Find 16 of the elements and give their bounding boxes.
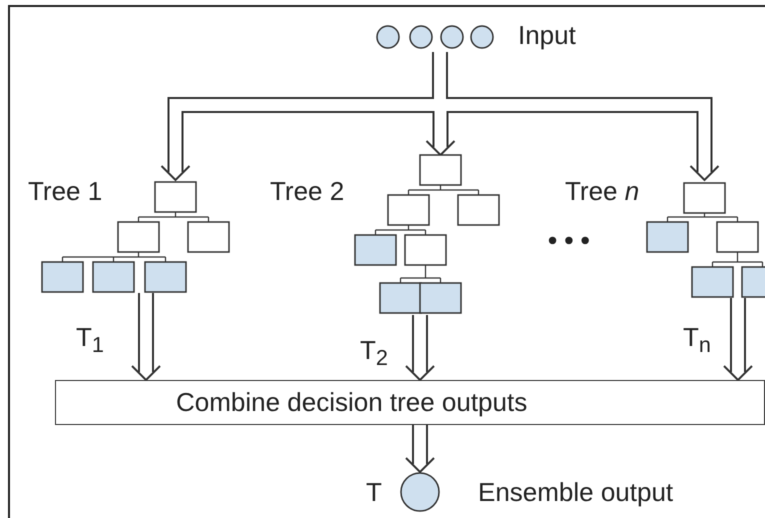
tree-label: Tree 1 <box>28 176 102 206</box>
ellipsis-text: • • • <box>548 225 590 255</box>
input-label: Input <box>518 20 576 50</box>
output-symbol: T <box>366 477 382 507</box>
combine-text: Combine decision tree outputs <box>176 387 528 418</box>
combine-box <box>55 380 765 425</box>
double-arrow <box>405 315 435 381</box>
tree-label: Tree n <box>565 176 640 206</box>
double-arrow <box>723 298 753 381</box>
double-arrow <box>131 293 161 381</box>
double-arrow <box>405 425 435 473</box>
edge-label: T$_{2}$ <box>360 335 388 372</box>
edge-label: T$_{n}$ <box>683 322 711 360</box>
edge-label: T$_{1}$ <box>76 322 104 360</box>
tree-label: Tree 2 <box>270 176 344 206</box>
output-label: Ensemble output <box>478 477 674 507</box>
